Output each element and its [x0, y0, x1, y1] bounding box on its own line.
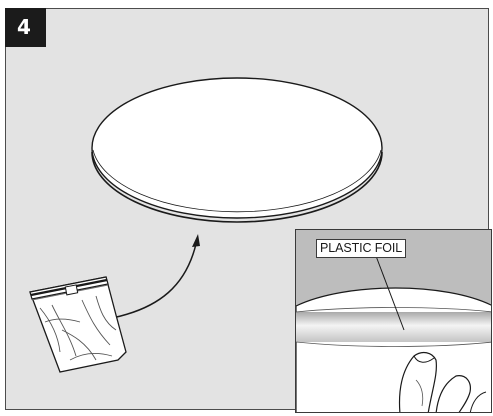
step-number-badge: 4 — [5, 8, 46, 47]
curved-arrow — [111, 234, 200, 319]
plastic-foil-band — [296, 312, 491, 342]
round-disc — [91, 77, 383, 223]
detail-inset: PLASTIC FOIL — [295, 229, 492, 413]
zip-bag-icon — [29, 276, 127, 373]
detail-illustration — [296, 230, 491, 412]
label-leader-line — [375, 255, 405, 331]
plastic-foil-label: PLASTIC FOIL — [316, 239, 407, 258]
hand-icon — [398, 351, 487, 412]
